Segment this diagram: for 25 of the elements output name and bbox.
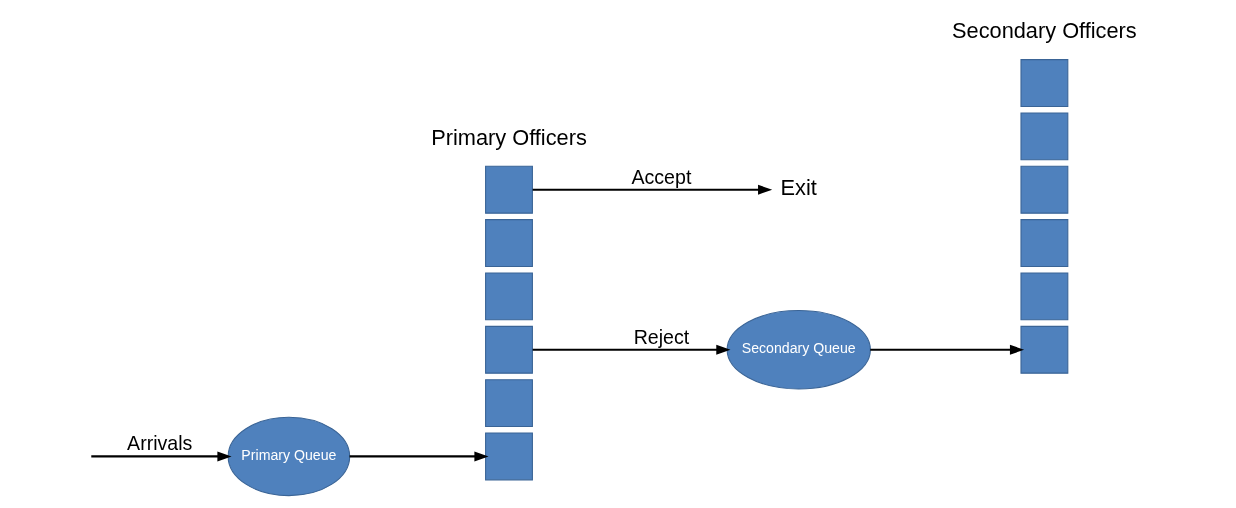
node-box: [485, 165, 533, 214]
node-box: [485, 325, 533, 374]
node-box: [1020, 218, 1069, 267]
node-box: [485, 378, 533, 427]
arrow: [349, 451, 489, 461]
node-box: [1020, 325, 1069, 374]
node-text: Exit: [780, 174, 817, 200]
arrow: [532, 344, 731, 355]
arrow: [870, 344, 1025, 355]
node-ellipse: Secondary Queue: [726, 309, 871, 389]
arrow: [532, 184, 773, 195]
edge-label: Arrivals: [127, 431, 193, 454]
node-box: [485, 218, 533, 267]
label: Primary Officers: [431, 124, 587, 150]
edge-label: Accept: [631, 165, 692, 188]
node-box: [1020, 271, 1069, 320]
node-box: [1020, 111, 1069, 160]
node-box: [1020, 165, 1069, 214]
node-ellipse: Primary Queue: [227, 416, 351, 496]
node-box: [485, 271, 533, 320]
edge-label: Reject: [633, 325, 690, 348]
node-box: [1020, 58, 1069, 107]
label: Secondary Officers: [952, 17, 1137, 43]
node-box: [485, 432, 533, 480]
arrow: [91, 451, 232, 461]
